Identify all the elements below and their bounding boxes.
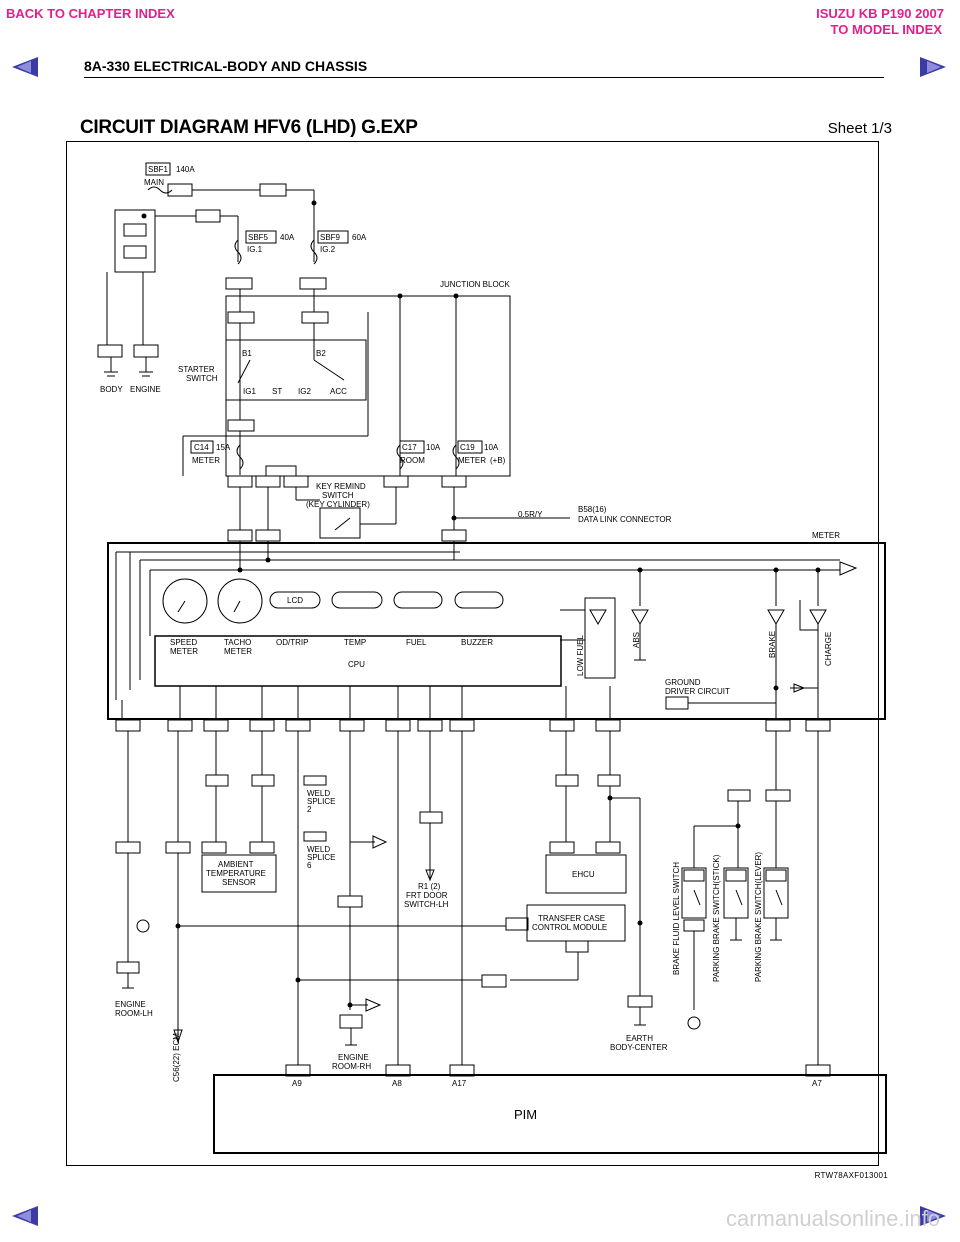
low-fuel-label: LOW FUEL bbox=[576, 635, 585, 676]
c19-amp: 10A bbox=[484, 443, 499, 452]
c17-name: ROOM bbox=[400, 456, 425, 465]
pbs-stick-label: PARKING BRAKE SWITCH(STICK) bbox=[712, 854, 721, 982]
figure-reference: RTW78AXF013001 bbox=[814, 1171, 888, 1180]
weld-splice-2-label-1: WELD bbox=[307, 789, 331, 798]
weld-splice-6-label-2: SPLICE bbox=[307, 853, 336, 862]
pim-label: PIM bbox=[514, 1107, 538, 1122]
page-title: CIRCUIT DIAGRAM HFV6 (LHD) G.EXP bbox=[80, 117, 418, 138]
charge-label: CHARGE bbox=[824, 631, 833, 666]
model-title-link[interactable]: ISUZU KB P190 2007 bbox=[816, 6, 944, 21]
engine-room-lh-label-2: ROOM-LH bbox=[115, 1009, 153, 1018]
next-page-bottom-arrow-icon[interactable] bbox=[920, 1206, 946, 1226]
c14-amp: 15A bbox=[216, 443, 231, 452]
sbf5-label: SBF5 bbox=[248, 233, 269, 242]
pim-pin-a7: A7 bbox=[812, 1079, 822, 1088]
pbs-lever-label: PARKING BRAKE SWITCH(LEVER) bbox=[754, 851, 763, 982]
ig1-label: IG.1 bbox=[247, 245, 263, 254]
ambient-label-2: TEMPERATURE bbox=[206, 869, 266, 878]
key-remind-label-3: (KEY CYLINDER) bbox=[306, 500, 370, 509]
cpu-label: CPU bbox=[348, 660, 365, 669]
pim-pin-a8: A8 bbox=[392, 1079, 402, 1088]
brake-lamp-label: BRAKE bbox=[768, 630, 777, 658]
key-remind-label-2: SWITCH bbox=[322, 491, 354, 500]
weld-splice-6-label-3: 6 bbox=[307, 861, 312, 870]
c19-extra: (+B) bbox=[490, 456, 506, 465]
frt-door-label-2: FRT DOOR bbox=[406, 891, 448, 900]
tacho-meter-label: METER bbox=[224, 647, 252, 656]
lcd-label: LCD bbox=[287, 596, 304, 605]
transfer-case-label-1: TRANSFER CASE bbox=[538, 914, 606, 923]
pim-pin-a17: A17 bbox=[452, 1079, 467, 1088]
switch-term-b1: B1 bbox=[242, 349, 252, 358]
switch-term-ig1: IG1 bbox=[243, 387, 256, 396]
temp-label: TEMP bbox=[344, 638, 367, 647]
switch-term-st: ST bbox=[272, 387, 283, 396]
sbf9-label: SBF9 bbox=[320, 233, 341, 242]
sbf1-label: SBF1 bbox=[148, 165, 169, 174]
speed-meter-label: METER bbox=[170, 647, 198, 656]
c14-name: METER bbox=[192, 456, 220, 465]
previous-page-bottom-arrow-icon[interactable] bbox=[12, 1206, 38, 1226]
switch-term-ig2: IG2 bbox=[298, 387, 311, 396]
engine-room-lh-label-1: ENGINE bbox=[115, 1000, 146, 1009]
sbf1-amp: 140A bbox=[176, 165, 195, 174]
sbf9-amp: 60A bbox=[352, 233, 367, 242]
ecm-label: C56(22) ECM bbox=[172, 1033, 181, 1082]
ehcu-label: EHCU bbox=[572, 870, 595, 879]
main-label: MAIN bbox=[144, 178, 164, 187]
header-divider bbox=[84, 77, 884, 78]
c19-label: C19 bbox=[460, 443, 475, 452]
switch-term-acc: ACC bbox=[330, 387, 347, 396]
diagram-frame bbox=[66, 141, 879, 1166]
sbf5-amp: 40A bbox=[280, 233, 295, 242]
starter-switch-label-1: STARTER bbox=[178, 365, 215, 374]
transfer-case-label-2: CONTROL MODULE bbox=[532, 923, 608, 932]
brake-fluid-label: BRAKE FLUID LEVEL SWITCH bbox=[672, 861, 681, 975]
earth-body-label-2: BODY-CENTER bbox=[610, 1043, 668, 1052]
sheet-number: Sheet 1/3 bbox=[827, 120, 892, 137]
frt-door-label-1: R1 (2) bbox=[418, 882, 441, 891]
ground-driver-label-2: DRIVER CIRCUIT bbox=[665, 687, 730, 696]
engine-ground-label: ENGINE bbox=[130, 385, 161, 394]
data-link-label-1: B58(16) bbox=[578, 505, 607, 514]
key-remind-label-1: KEY REMIND bbox=[316, 482, 366, 491]
section-title: 8A-330 ELECTRICAL-BODY AND CHASSIS bbox=[84, 58, 368, 74]
pim-pin-a9: A9 bbox=[292, 1079, 302, 1088]
buzzer-label: BUZZER bbox=[461, 638, 493, 647]
c17-amp: 10A bbox=[426, 443, 441, 452]
to-model-index-link[interactable]: TO MODEL INDEX bbox=[830, 22, 942, 37]
speed-label: SPEED bbox=[170, 638, 198, 647]
weld-splice-2-label-2: SPLICE bbox=[307, 797, 336, 806]
engine-room-rh-label-2: ROOM-RH bbox=[332, 1062, 372, 1071]
c14-label: C14 bbox=[194, 443, 209, 452]
wire-label: 0.5R/Y bbox=[518, 510, 543, 519]
meter-label: METER bbox=[812, 531, 840, 540]
starter-switch-label-2: SWITCH bbox=[186, 374, 218, 383]
ground-driver-label-1: GROUND bbox=[665, 678, 701, 687]
switch-term-b2: B2 bbox=[316, 349, 326, 358]
weld-splice-6-label-1: WELD bbox=[307, 845, 331, 854]
data-link-label-2: DATA LINK CONNECTOR bbox=[578, 515, 672, 524]
earth-body-label-1: EARTH bbox=[626, 1034, 653, 1043]
c17-label: C17 bbox=[402, 443, 417, 452]
next-page-arrow-icon[interactable] bbox=[920, 57, 946, 77]
fuel-label: FUEL bbox=[406, 638, 427, 647]
engine-room-rh-label-1: ENGINE bbox=[338, 1053, 369, 1062]
previous-page-arrow-icon[interactable] bbox=[12, 57, 38, 77]
ig2-label: IG.2 bbox=[320, 245, 336, 254]
body-ground-label: BODY bbox=[100, 385, 123, 394]
c19-name: METER bbox=[458, 456, 486, 465]
frt-door-label-3: SWITCH-LH bbox=[404, 900, 449, 909]
junction-block-label: JUNCTION BLOCK bbox=[440, 280, 510, 289]
abs-label: ABS bbox=[632, 631, 641, 648]
back-to-chapter-index-link[interactable]: BACK TO CHAPTER INDEX bbox=[6, 6, 175, 21]
tacho-label: TACHO bbox=[224, 638, 252, 647]
ambient-label-3: SENSOR bbox=[222, 878, 256, 887]
watermark: carmanualsonline.info bbox=[725, 1206, 940, 1231]
ambient-label-1: AMBIENT bbox=[218, 860, 254, 869]
odtrip-label: OD/TRIP bbox=[276, 638, 309, 647]
weld-splice-2-label-3: 2 bbox=[307, 805, 312, 814]
